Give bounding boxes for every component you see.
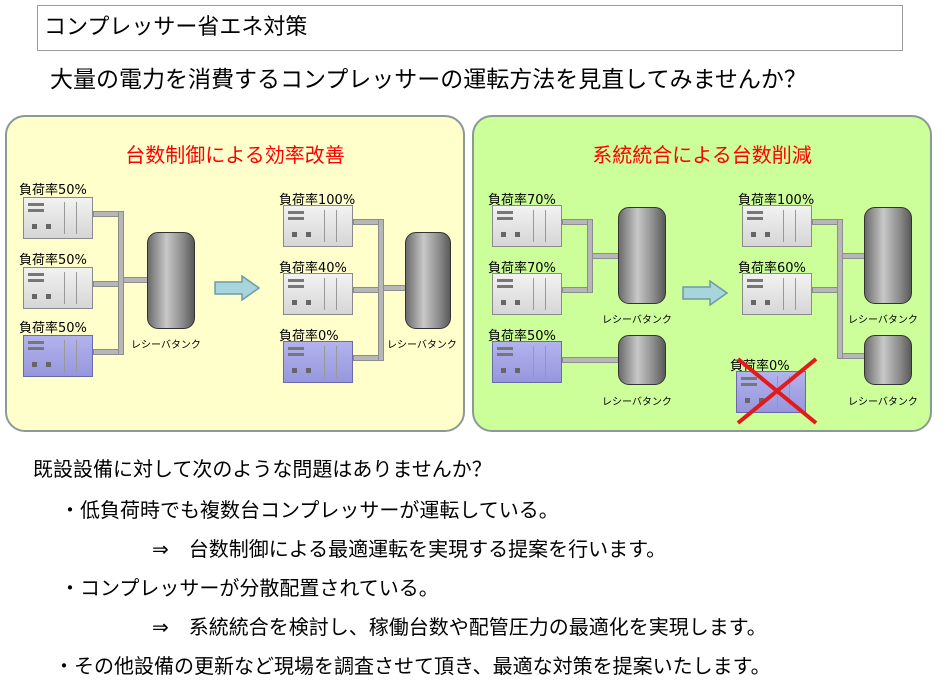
left-after-load-label-1: 負荷率100%: [279, 193, 356, 208]
right-before-load-label-3: 負荷率50%: [488, 329, 556, 344]
right-before-load-label-2: 負荷率70%: [488, 261, 556, 276]
right-arrow-icon: [214, 275, 260, 301]
receiver-tank-label: レシーバタンク: [131, 340, 201, 351]
left-panel-group-control: 台数制御による効率改善 負荷率50% 負荷率50% 負荷率50% レシーバタンク…: [5, 115, 465, 432]
bullet-item: ・低負荷時でも複数台コンプレッサーが運転している。: [60, 498, 559, 522]
receiver-tank: [147, 232, 195, 329]
pipe: [118, 211, 124, 355]
receiver-tank-label: レシーバタンク: [602, 397, 672, 408]
proposal-item: ⇒ 系統統合を検討し、稼働台数や配管圧力の最適化を実現します。: [152, 615, 767, 639]
bullet-item: ・その他設備の更新など現場を調査させて頂き、最適な対策を提案いたします。: [54, 654, 771, 678]
right-after-compressor-1: [742, 205, 812, 247]
receiver-tank-label: レシーバタンク: [848, 315, 918, 326]
page-title: コンプレッサー省エネ対策: [37, 5, 903, 51]
pipe: [562, 357, 620, 363]
left-before-load-label-1: 負荷率50%: [19, 183, 87, 198]
receiver-tank: [864, 335, 912, 385]
page-subtitle: 大量の電力を消費するコンプレッサーの運転方法を見直してみませんか？: [50, 67, 807, 93]
left-before-compressor-1: [23, 197, 93, 239]
pipe: [123, 277, 149, 283]
left-after-load-label-3: 負荷率0%: [279, 329, 339, 344]
receiver-tank: [618, 207, 666, 304]
left-before-load-label-3: 負荷率50%: [19, 321, 87, 336]
left-after-compressor-3: [283, 341, 353, 383]
receiver-tank-label: レシーバタンク: [848, 397, 918, 408]
receiver-tank: [405, 232, 451, 329]
pipe: [592, 253, 620, 259]
right-panel-title: 系統統合による台数削減: [592, 143, 812, 167]
question-text: 既設設備に対して次のような問題はありませんか？: [33, 457, 492, 481]
left-after-compressor-1: [283, 205, 353, 247]
right-before-compressor-2: [492, 273, 562, 315]
proposal-item: ⇒ 台数制御による最適運転を実現する提案を行います。: [152, 537, 667, 561]
right-arrow-icon: [682, 280, 728, 306]
bullet-item: ・コンプレッサーが分散配置されている。: [60, 576, 439, 600]
right-before-compressor-1: [492, 205, 562, 247]
receiver-tank: [618, 335, 666, 385]
pipe: [842, 353, 866, 359]
left-before-compressor-3: [23, 335, 93, 377]
right-after-load-label-1: 負荷率100%: [738, 193, 815, 208]
receiver-tank-label: レシーバタンク: [387, 340, 457, 351]
pipe: [842, 253, 866, 259]
left-after-load-label-2: 負荷率40%: [279, 261, 347, 276]
right-after-load-label-2: 負荷率60%: [738, 261, 806, 276]
left-after-compressor-2: [283, 273, 353, 315]
left-panel-title: 台数制御による効率改善: [125, 143, 345, 167]
receiver-tank-label: レシーバタンク: [602, 315, 672, 326]
pipe: [837, 219, 843, 359]
pipe: [383, 285, 407, 291]
receiver-tank: [864, 207, 912, 304]
right-after-compressor-2: [742, 273, 812, 315]
right-before-compressor-3: [492, 341, 562, 383]
left-before-load-label-2: 負荷率50%: [19, 253, 87, 268]
removed-cross-icon: [736, 357, 818, 425]
left-before-compressor-2: [23, 267, 93, 309]
right-before-load-label-1: 負荷率70%: [488, 193, 556, 208]
right-panel-system-integration: 系統統合による台数削減 負荷率70% 負荷率70% 負荷率50% レシーバタンク…: [472, 115, 932, 432]
